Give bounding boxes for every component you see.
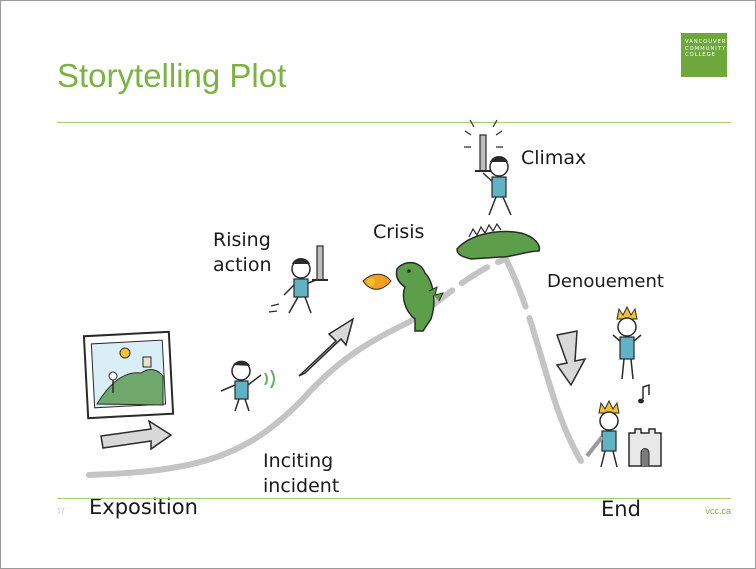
- slide-number: 17: [57, 508, 65, 515]
- label-inciting-line1: Inciting: [263, 450, 333, 472]
- label-end: End: [601, 497, 641, 521]
- crisis-dragon: [362, 261, 444, 332]
- label-exposition: Exposition: [89, 495, 198, 519]
- rising-figure: [268, 245, 328, 314]
- label-climax: Climax: [521, 147, 586, 169]
- label-rising-line2: action: [213, 254, 271, 276]
- title-divider: [57, 122, 731, 123]
- rising-arrow: [298, 317, 355, 377]
- climax-dragon-and-hero: [456, 119, 541, 260]
- label-inciting-line2: incident: [263, 475, 339, 497]
- denouement-arrow: [555, 330, 587, 387]
- end-king-and-castle: [585, 383, 662, 468]
- footer-divider: [57, 498, 731, 499]
- slide-title: Storytelling Plot: [57, 57, 287, 94]
- exposition-arrow: [100, 419, 173, 451]
- website-link[interactable]: vcc.ca: [705, 506, 731, 516]
- label-denouement: Denouement: [547, 271, 664, 292]
- label-rising-line1: Rising: [213, 229, 271, 251]
- label-crisis: Crisis: [373, 221, 424, 243]
- denouement-figure: [612, 305, 642, 380]
- vcc-logo: VANCOUVER COMMUNITY COLLEGE: [681, 33, 727, 77]
- plot-curve: [86, 255, 584, 478]
- landscape-picture: [82, 330, 175, 420]
- inciting-figure: [220, 360, 275, 412]
